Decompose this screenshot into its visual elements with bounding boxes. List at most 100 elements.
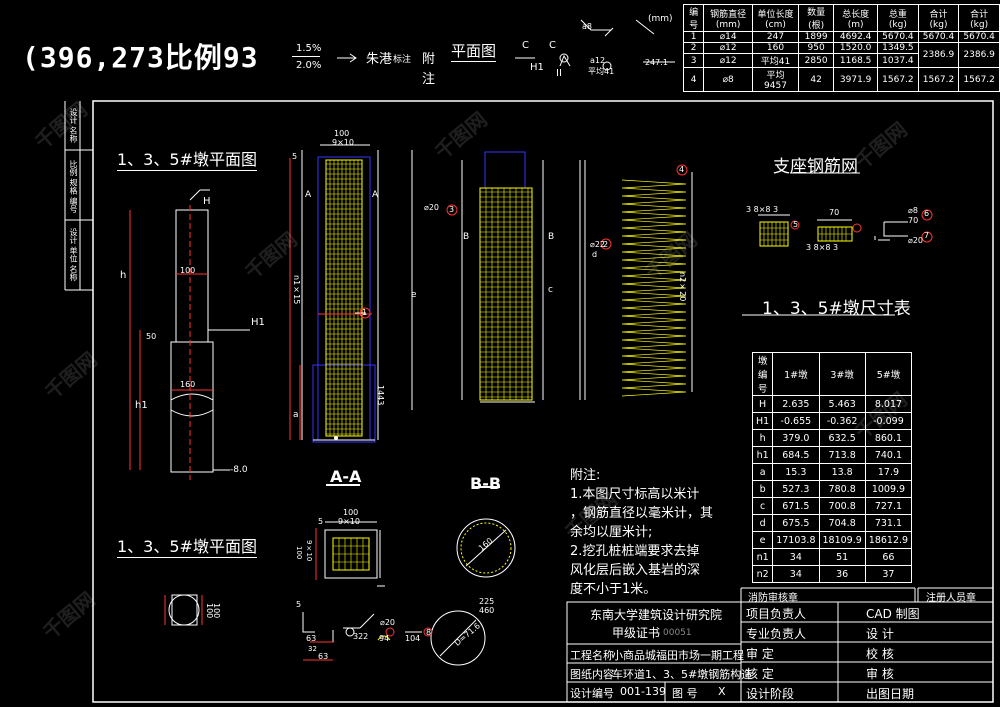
legend-a8: a8 bbox=[582, 22, 592, 31]
role-review: 审 核 bbox=[866, 667, 894, 681]
detail-8: 8 bbox=[426, 628, 432, 637]
pier-a-five: 5 bbox=[292, 152, 298, 161]
pier-a-A2: A bbox=[372, 190, 379, 200]
notes-title: 附注: bbox=[570, 468, 601, 483]
bearing-title: 支座钢筋网 bbox=[773, 157, 858, 177]
fire-stamp-label: 消防审核章 bbox=[748, 593, 798, 604]
bottom-plan bbox=[164, 594, 203, 626]
steel-table: 编号 钢筋直径(mm) 单位长度(cm) 数量(根) 总长度(m) 总重(kg)… bbox=[682, 4, 1000, 92]
section-a-five: 5 bbox=[318, 517, 324, 526]
detail-225: 225 bbox=[479, 597, 495, 606]
detail-94: 94 bbox=[379, 634, 390, 643]
note-small: 标注 bbox=[393, 55, 412, 65]
legend-247: 247.1 bbox=[645, 58, 668, 67]
bearing-mesh bbox=[758, 214, 908, 247]
role-spec-lead: 专业负责人 bbox=[746, 627, 807, 641]
pier-a-one: 1 bbox=[362, 308, 368, 317]
title-block-lines bbox=[566, 587, 994, 703]
pier-a-1443: 1443 bbox=[376, 385, 385, 406]
steel-table-header: 编号 钢筋直径(mm) 单位长度(cm) 数量(根) 总长度(m) 总重(kg)… bbox=[682, 4, 1000, 32]
section-a-left: 9×10 bbox=[305, 540, 313, 562]
legend-c2: C bbox=[549, 40, 556, 51]
pier-a-n1x15: n1×15 bbox=[292, 275, 301, 305]
label-160: 160 bbox=[180, 380, 196, 389]
section-a-top-sub: 9×10 bbox=[338, 517, 360, 526]
bearing-d1: 3 8×8 3 bbox=[746, 205, 779, 214]
legend-avg: 平均41 bbox=[588, 67, 615, 76]
bearing-a20: ⌀20 bbox=[908, 236, 923, 245]
side-label-3: 设计 单位 名称 bbox=[69, 228, 78, 282]
cert-label: 甲级证书 bbox=[612, 626, 661, 640]
role-stage: 设计阶段 bbox=[746, 687, 795, 701]
pier-a-A1: A bbox=[305, 190, 312, 200]
project-label: 工程名称 bbox=[570, 649, 614, 662]
pier-a-top-sub: 9×10 bbox=[332, 138, 354, 147]
pier-elevation bbox=[129, 189, 250, 480]
label-h: h bbox=[120, 270, 127, 281]
role-date: 出图日期 bbox=[866, 687, 915, 701]
detail-322: 322 bbox=[353, 632, 369, 641]
fig-no-label: 图 号 bbox=[672, 687, 698, 700]
legend-c1: C bbox=[522, 40, 529, 51]
pier-b-four: 4 bbox=[679, 165, 685, 174]
detail-5: 5 bbox=[296, 600, 302, 609]
section-a-a bbox=[315, 484, 385, 587]
bearing-5: 5 bbox=[793, 220, 799, 229]
plan-bottom-d2: 100 bbox=[212, 603, 221, 619]
label-H1: H1 bbox=[251, 317, 265, 328]
attach-1: 附 bbox=[422, 52, 436, 67]
design-no-label: 设计编号 bbox=[570, 687, 614, 700]
detail-104: 104 bbox=[405, 634, 421, 643]
role-approve: 审 定 bbox=[746, 647, 774, 661]
bearing-d2: 70 bbox=[829, 208, 840, 217]
label-100: 100 bbox=[180, 266, 196, 275]
plan-bottom-title: 1、3、5#墩平面图 bbox=[117, 533, 257, 558]
mm-unit: (mm) bbox=[648, 14, 673, 24]
section-b-b bbox=[456, 486, 516, 578]
section-a-left2: 100 bbox=[295, 546, 303, 560]
pier-b-two: 2 bbox=[603, 240, 609, 249]
attach-2: 注 bbox=[422, 72, 436, 87]
pier-b-c: c bbox=[548, 285, 553, 295]
label-minus8: -8.0 bbox=[230, 465, 248, 475]
institute-name: 东南大学建筑设计研究院 bbox=[590, 608, 723, 622]
pier-b-three: 3 bbox=[449, 205, 455, 214]
pier-b-cage bbox=[461, 151, 586, 403]
bearing-70: 70 bbox=[908, 216, 919, 225]
role-project-lead: 项目负责人 bbox=[746, 607, 807, 621]
pier-a-a20: ⌀20 bbox=[424, 203, 439, 212]
detail-63b: 63 bbox=[318, 652, 329, 661]
pier-b-d: d bbox=[592, 250, 598, 259]
bearing-6: 6 bbox=[924, 209, 930, 218]
pier-a-top: 100 bbox=[334, 129, 350, 138]
detail-63a: 63 bbox=[306, 634, 317, 643]
pier-b-a22: ⌀22 bbox=[590, 240, 605, 249]
label-h1: h1 bbox=[135, 400, 148, 411]
reg-stamp-label: 注册人员章 bbox=[926, 593, 976, 604]
bearing-7: 7 bbox=[924, 231, 930, 240]
bearing-a8: ⌀8 bbox=[908, 206, 918, 215]
pier-b-B2: B bbox=[548, 232, 555, 242]
notes-line: 1.本图尺寸标高以米计 bbox=[570, 487, 700, 502]
header-arrow bbox=[337, 53, 357, 63]
detail-a20: ⌀20 bbox=[380, 618, 395, 627]
legend-h1: H1 bbox=[530, 62, 544, 73]
role-check: 校 核 bbox=[866, 647, 894, 661]
notes-line: 风化层后嵌入基岩的深 bbox=[570, 563, 701, 578]
fig-no: X bbox=[718, 685, 726, 698]
